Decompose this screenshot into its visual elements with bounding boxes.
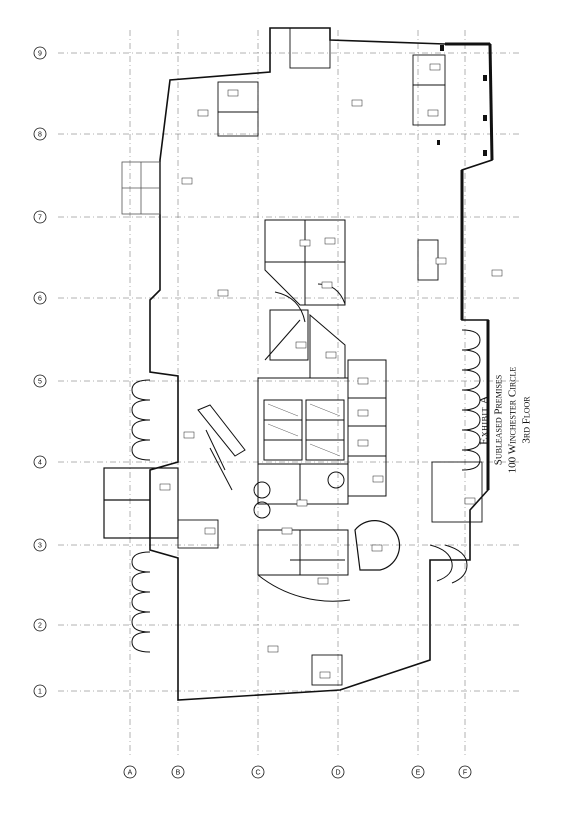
svg-text:1: 1 bbox=[38, 689, 42, 696]
svg-text:E: E bbox=[416, 770, 421, 777]
grid-bubble-col-1: 1 bbox=[33, 684, 47, 698]
row-bubbles: A B C D E F bbox=[123, 765, 472, 779]
grid-bubble-col-4: 4 bbox=[33, 455, 47, 469]
svg-text:B: B bbox=[176, 770, 181, 777]
core-stairs bbox=[267, 403, 341, 457]
svg-text:A: A bbox=[128, 770, 133, 777]
svg-text:7: 7 bbox=[38, 215, 42, 222]
diagonal-partition bbox=[197, 404, 246, 491]
reception-area bbox=[253, 471, 351, 602]
svg-text:5: 5 bbox=[38, 379, 42, 386]
bay-windows-right bbox=[429, 329, 481, 584]
room-tags bbox=[159, 63, 503, 679]
round-conference-room bbox=[354, 520, 401, 571]
svg-text:6: 6 bbox=[38, 296, 42, 303]
bay-windows-left bbox=[131, 379, 151, 653]
caption-floor: 3rd Floor bbox=[520, 396, 533, 444]
grid-bubble-row-a: A bbox=[123, 765, 137, 779]
office-cluster-upper bbox=[264, 219, 346, 323]
svg-text:D: D bbox=[335, 770, 340, 777]
svg-text:9: 9 bbox=[38, 51, 42, 58]
svg-text:8: 8 bbox=[38, 132, 42, 139]
grid-bubble-row-e: E bbox=[411, 765, 425, 779]
caption-address: 100 Winchester Circle bbox=[506, 366, 519, 474]
grid-bubble-col-2: 2 bbox=[33, 618, 47, 632]
grid-bubble-row-f: F bbox=[458, 765, 472, 779]
grid-bubble-row-b: B bbox=[171, 765, 185, 779]
structural-columns bbox=[437, 45, 487, 156]
grid-bubble-row-d: D bbox=[331, 765, 345, 779]
svg-text:3: 3 bbox=[38, 543, 42, 550]
perimeter-offices-top bbox=[177, 27, 483, 686]
column-bubbles: 1 2 3 4 5 6 7 8 9 bbox=[33, 46, 47, 698]
entry-vestibule bbox=[103, 467, 179, 539]
grid-bubble-col-5: 5 bbox=[33, 374, 47, 388]
svg-text:F: F bbox=[463, 770, 467, 777]
exhibit-title: Exhibit A bbox=[476, 395, 491, 445]
svg-text:C: C bbox=[255, 770, 260, 777]
building-core bbox=[257, 377, 349, 505]
office-row-right-of-core bbox=[264, 309, 387, 497]
grid-bubble-col-3: 3 bbox=[33, 538, 47, 552]
caption-subleased-premises: Subleased Premises bbox=[492, 374, 505, 466]
grid-bubble-col-9: 9 bbox=[33, 46, 47, 60]
column-grid-lines bbox=[58, 52, 520, 692]
svg-text:4: 4 bbox=[38, 460, 42, 467]
grid-bubble-col-6: 6 bbox=[33, 291, 47, 305]
row-grid-lines bbox=[129, 30, 466, 755]
exterior-heavy-walls bbox=[445, 42, 494, 490]
building-outline bbox=[149, 27, 493, 701]
grid-bubble-col-7: 7 bbox=[33, 210, 47, 224]
svg-text:2: 2 bbox=[38, 623, 42, 630]
stair-tower bbox=[121, 161, 161, 215]
grid-bubble-row-c: C bbox=[251, 765, 265, 779]
grid-bubble-col-8: 8 bbox=[33, 127, 47, 141]
